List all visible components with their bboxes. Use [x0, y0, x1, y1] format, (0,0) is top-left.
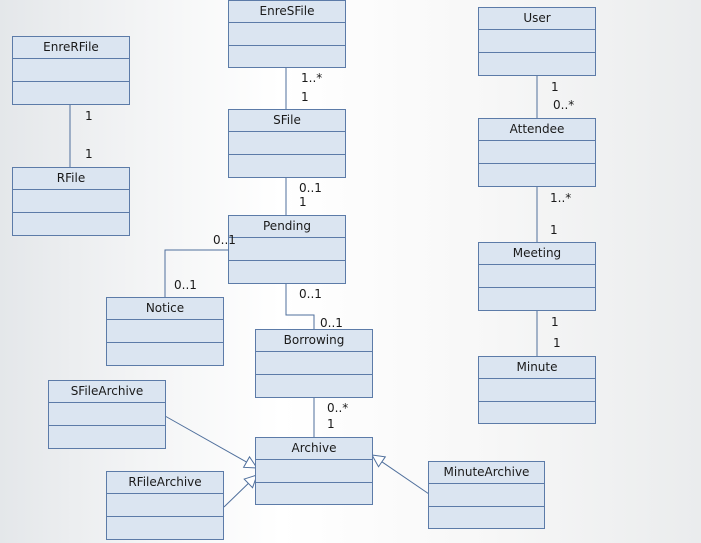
multiplicity-label: 0..1	[320, 316, 343, 330]
class-box-rfilearchive: RFileArchive	[106, 471, 224, 540]
class-box-frame	[478, 242, 596, 311]
multiplicity-label: 0..*	[327, 401, 348, 415]
class-name: MinuteArchive	[444, 465, 530, 479]
class-box-frame	[12, 36, 130, 105]
class-box-frame	[478, 7, 596, 76]
class-name: RFileArchive	[128, 475, 201, 489]
class-name: Archive	[292, 441, 337, 455]
class-box-minutearchive: MinuteArchive	[428, 461, 545, 529]
generalization-line-minutearchive	[381, 461, 430, 495]
multiplicity-label: 0..1	[299, 181, 322, 195]
class-name: Minute	[517, 360, 558, 374]
class-box-frame	[106, 471, 224, 540]
class-box-frame	[255, 437, 373, 505]
class-name: Attendee	[510, 122, 565, 136]
association-line-pending-borrowing	[285, 283, 315, 329]
class-box-frame	[478, 118, 596, 187]
association-line-pending-notice	[164, 249, 228, 297]
class-box-frame	[428, 461, 545, 529]
class-box-rfile: RFile	[12, 167, 130, 236]
class-box-frame	[255, 329, 373, 398]
class-box-frame	[12, 167, 130, 236]
class-box-notice: Notice	[106, 297, 224, 366]
class-name: SFileArchive	[71, 384, 144, 398]
multiplicity-label: 1..*	[301, 71, 322, 85]
multiplicity-label: 0..1	[213, 233, 236, 247]
class-box-meeting: Meeting	[478, 242, 596, 311]
class-name: User	[523, 11, 550, 25]
class-box-frame	[48, 380, 166, 449]
class-name: EnreRFile	[43, 40, 99, 54]
multiplicity-label: 1	[553, 336, 561, 350]
class-box-sfile: SFile	[228, 109, 346, 178]
class-box-frame	[106, 297, 224, 366]
generalization-arrowhead-icon	[242, 455, 258, 469]
multiplicity-label: 0..1	[174, 278, 197, 292]
class-box-archive: Archive	[255, 437, 373, 505]
class-box-frame	[228, 109, 346, 178]
multiplicity-label: 0..*	[553, 98, 574, 112]
class-box-borrowing: Borrowing	[255, 329, 373, 398]
class-name: Meeting	[513, 246, 561, 260]
multiplicity-label: 1	[85, 109, 93, 123]
class-name: EnreSFile	[260, 4, 315, 18]
class-box-pending: Pending	[228, 215, 346, 284]
class-box-minute: Minute	[478, 356, 596, 424]
multiplicity-label: 1	[327, 417, 335, 431]
class-box-sfilearchive: SFileArchive	[48, 380, 166, 449]
class-box-frame	[478, 356, 596, 424]
class-box-frame	[228, 215, 346, 284]
generalization-arrowhead-icon	[371, 454, 387, 468]
class-name: Borrowing	[284, 333, 345, 347]
class-box-attendee: Attendee	[478, 118, 596, 187]
generalization-arrowhead-icon	[243, 474, 258, 489]
multiplicity-label: 0..1	[299, 287, 322, 301]
class-name: RFile	[57, 171, 85, 185]
multiplicity-label: 1	[85, 147, 93, 161]
class-name: Notice	[146, 301, 184, 315]
class-name: Pending	[263, 219, 311, 233]
class-box-user: User	[478, 7, 596, 76]
multiplicity-label: 1	[301, 90, 309, 104]
generalization-line-sfilearchive	[164, 415, 247, 463]
class-box-enresfile: EnreSFile	[228, 0, 346, 68]
class-box-enrerfile: EnreRFile	[12, 36, 130, 105]
multiplicity-label: 1	[550, 223, 558, 237]
multiplicity-label: 1	[551, 80, 559, 94]
generalization-line-rfilearchive	[223, 482, 249, 508]
multiplicity-label: 1	[551, 315, 559, 329]
multiplicity-label: 1	[299, 195, 307, 209]
class-box-frame	[228, 0, 346, 68]
multiplicity-label: 1..*	[550, 191, 571, 205]
class-name: SFile	[273, 113, 301, 127]
